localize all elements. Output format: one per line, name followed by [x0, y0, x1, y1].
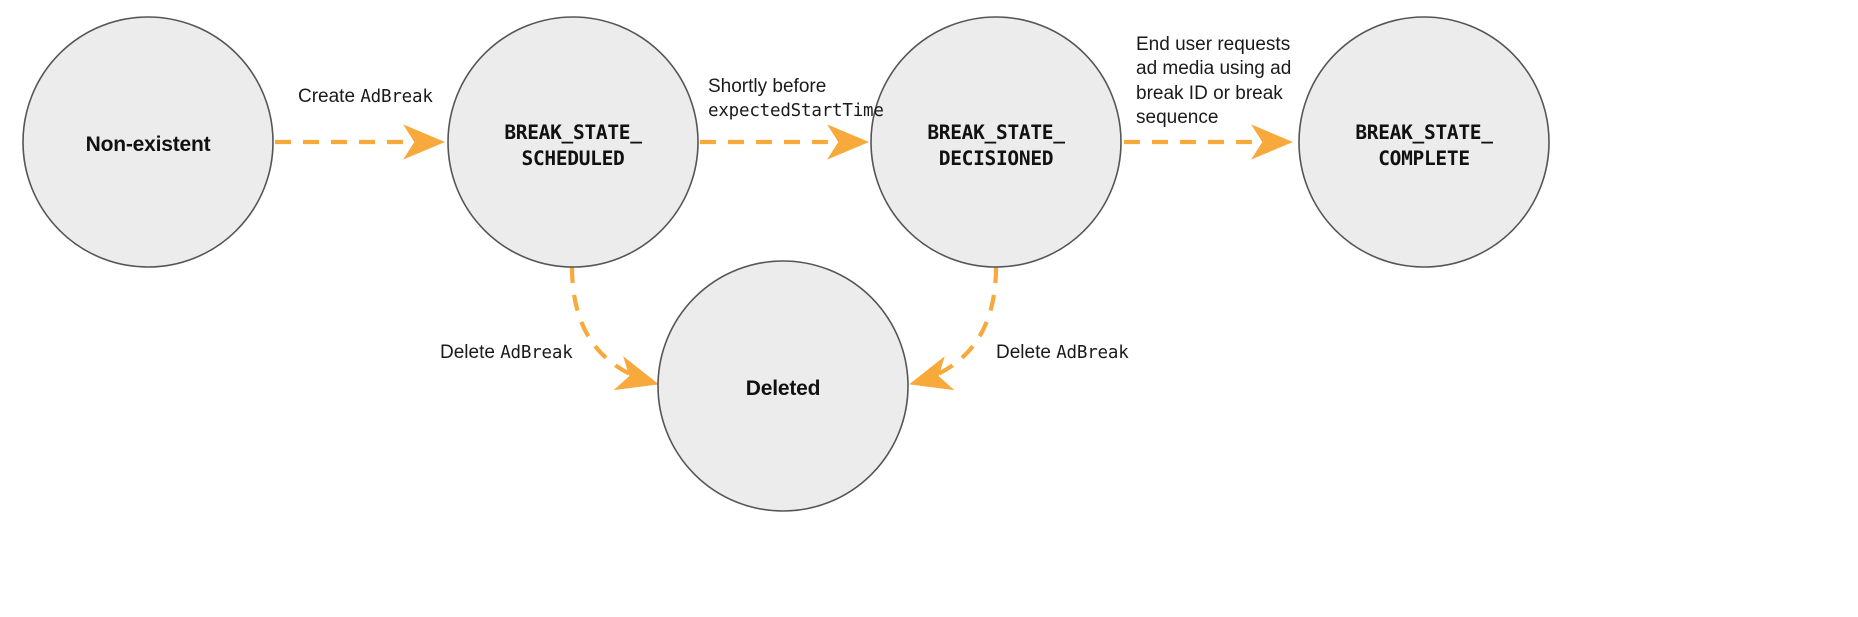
edge-delete-adbreak-from-scheduled [569, 266, 659, 391]
node-non-existent[interactable] [22, 16, 274, 268]
nodes-layer [22, 16, 1550, 512]
edge-delete-adbreak-from-decisioned [909, 266, 999, 391]
node-break-state-decisioned[interactable] [870, 16, 1122, 268]
node-break-state-complete[interactable] [1298, 16, 1550, 268]
node-deleted[interactable] [657, 260, 909, 512]
node-break-state-scheduled[interactable] [447, 16, 699, 268]
